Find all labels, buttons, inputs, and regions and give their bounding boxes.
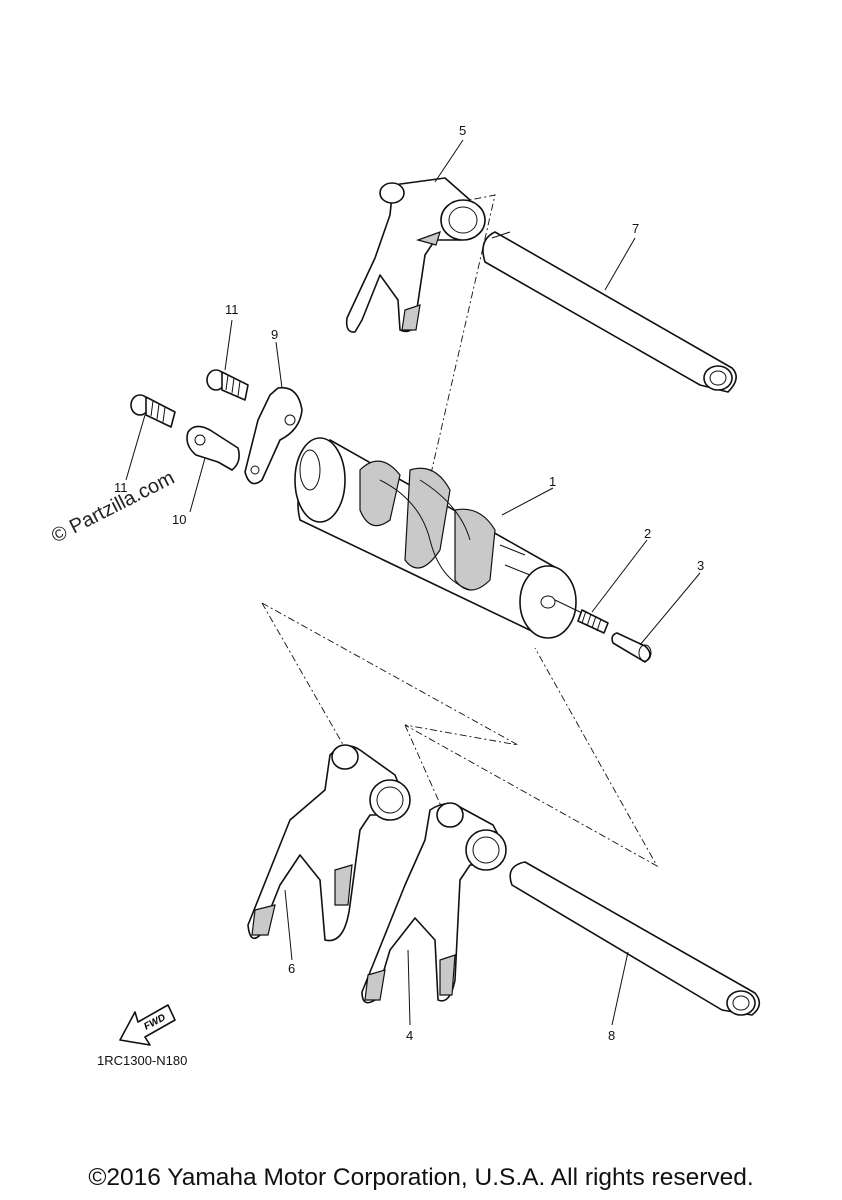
- guide-bar-lower: [509, 861, 761, 1016]
- pin: [611, 632, 652, 663]
- callout-9: 9: [271, 327, 278, 342]
- screw-lower: [130, 394, 176, 428]
- callout-1: 1: [549, 474, 556, 489]
- callout-numbers: 1 2 3 4 5 6 7 8 9 10 11 11: [114, 123, 704, 1043]
- spring: [554, 599, 609, 634]
- callout-8: 8: [608, 1028, 615, 1043]
- callout-10: 10: [172, 512, 186, 527]
- callout-6: 6: [288, 961, 295, 976]
- callout-3: 3: [697, 558, 704, 573]
- callout-5: 5: [459, 123, 466, 138]
- callout-2: 2: [644, 526, 651, 541]
- diagram-code: 1RC1300-N180: [97, 1053, 188, 1068]
- guide-bar-upper: [482, 231, 737, 393]
- shift-drum: [294, 437, 577, 639]
- callout-4: 4: [406, 1028, 413, 1043]
- shift-fork-lower-right: [361, 802, 507, 1004]
- copyright-notice: ©2016 Yamaha Motor Corporation, U.S.A. A…: [88, 1164, 754, 1191]
- segment: [186, 425, 240, 471]
- callout-11-lower: 11: [114, 480, 128, 495]
- callout-11-upper: 11: [225, 302, 239, 317]
- shift-fork-upper: [345, 177, 486, 333]
- shift-fork-lower-left: [247, 744, 411, 942]
- leader-lines: [125, 139, 701, 1026]
- screw-upper: [206, 369, 249, 401]
- callout-7: 7: [632, 221, 639, 236]
- stopper-plate: [244, 386, 303, 485]
- fwd-arrow-icon: FWD: [119, 1004, 176, 1046]
